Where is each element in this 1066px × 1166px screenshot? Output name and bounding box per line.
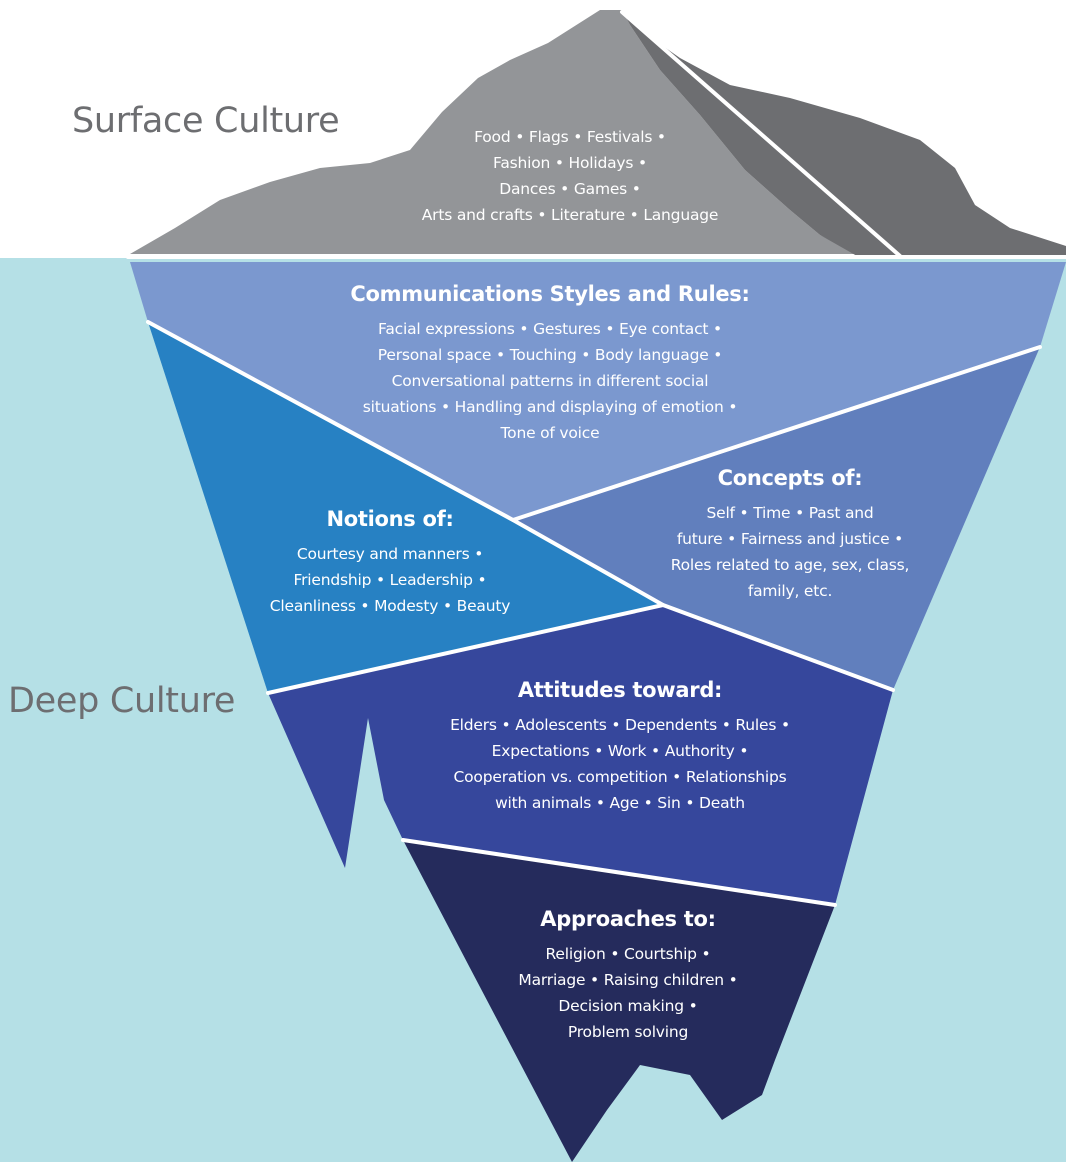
surface-culture-label: Surface Culture bbox=[72, 101, 340, 141]
notions-block: Notions of: Courtesy and manners • Frien… bbox=[240, 505, 540, 619]
approaches-item-line: Problem solving bbox=[567, 1023, 689, 1041]
surface-item-line: Dances • Games • bbox=[499, 180, 641, 198]
surface-item-line: Arts and crafts • Literature • Language bbox=[421, 206, 719, 224]
approaches-layer bbox=[403, 840, 835, 1162]
notions-items: Courtesy and manners • Friendship • Lead… bbox=[240, 541, 540, 619]
notions-item-line: Friendship • Leadership • bbox=[293, 571, 487, 589]
communication-block: Communications Styles and Rules: Facial … bbox=[300, 280, 800, 446]
notions-item-line: Courtesy and manners • bbox=[296, 545, 484, 563]
communication-item-line: Tone of voice bbox=[500, 424, 600, 442]
divider-concepts-top bbox=[511, 345, 1042, 522]
concepts-block: Concepts of: Self • Time • Past and futu… bbox=[640, 464, 940, 604]
notions-item-line: Cleanliness • Modesty • Beauty bbox=[269, 597, 511, 615]
concepts-item-line: Roles related to age, sex, class, bbox=[670, 556, 910, 574]
divider-attitudes-top bbox=[266, 603, 895, 695]
approaches-heading: Approaches to: bbox=[540, 907, 716, 931]
divider-tip-ridge bbox=[620, 10, 902, 258]
approaches-item-line: Religion • Courtship • bbox=[545, 945, 711, 963]
surface-culture-block: Food • Flags • Festivals • Fashion • Hol… bbox=[380, 124, 760, 228]
concepts-heading: Concepts of: bbox=[717, 466, 863, 490]
surface-item-line: Food • Flags • Festivals • bbox=[474, 128, 666, 146]
divider-approaches-top bbox=[401, 838, 837, 907]
notions-heading: Notions of: bbox=[326, 507, 454, 531]
concepts-layer bbox=[513, 347, 1040, 690]
concepts-item-line: family, etc. bbox=[747, 582, 833, 600]
attitudes-heading: Attitudes toward: bbox=[517, 678, 723, 702]
concepts-items: Self • Time • Past and future • Fairness… bbox=[640, 500, 940, 604]
attitudes-item-line: with animals • Age • Sin • Death bbox=[495, 794, 745, 812]
attitudes-items: Elders • Adolescents • Dependents • Rule… bbox=[410, 712, 830, 816]
communication-items: Facial expressions • Gestures • Eye cont… bbox=[300, 316, 800, 446]
surface-item-line: Fashion • Holidays • bbox=[493, 154, 647, 172]
communication-item-line: situations • Handling and displaying of … bbox=[362, 398, 738, 416]
approaches-items: Religion • Courtship • Marriage • Raisin… bbox=[478, 941, 778, 1045]
approaches-item-line: Marriage • Raising children • bbox=[518, 971, 738, 989]
communication-layer bbox=[130, 262, 1066, 520]
attitudes-item-line: Expectations • Work • Authority • bbox=[491, 742, 749, 760]
communication-item-line: Conversational patterns in different soc… bbox=[391, 372, 709, 390]
communication-heading: Communications Styles and Rules: bbox=[350, 282, 750, 306]
notions-layer bbox=[148, 322, 663, 693]
surface-tip-dark bbox=[622, 10, 1066, 256]
attitudes-item-line: Cooperation vs. competition • Relationsh… bbox=[453, 768, 787, 786]
approaches-block: Approaches to: Religion • Courtship • Ma… bbox=[478, 905, 778, 1045]
surface-tip-light bbox=[130, 10, 857, 254]
concepts-item-line: future • Fairness and justice • bbox=[676, 530, 904, 548]
communication-item-line: Facial expressions • Gestures • Eye cont… bbox=[378, 320, 722, 338]
surface-culture-items: Food • Flags • Festivals • Fashion • Hol… bbox=[380, 124, 760, 228]
attitudes-block: Attitudes toward: Elders • Adolescents •… bbox=[410, 676, 830, 816]
approaches-item-line: Decision making • bbox=[558, 997, 698, 1015]
communication-item-line: Personal space • Touching • Body languag… bbox=[377, 346, 723, 364]
attitudes-item-line: Elders • Adolescents • Dependents • Rule… bbox=[450, 716, 790, 734]
deep-culture-label: Deep Culture bbox=[8, 681, 236, 721]
concepts-item-line: Self • Time • Past and bbox=[706, 504, 874, 522]
attitudes-layer bbox=[268, 605, 893, 905]
